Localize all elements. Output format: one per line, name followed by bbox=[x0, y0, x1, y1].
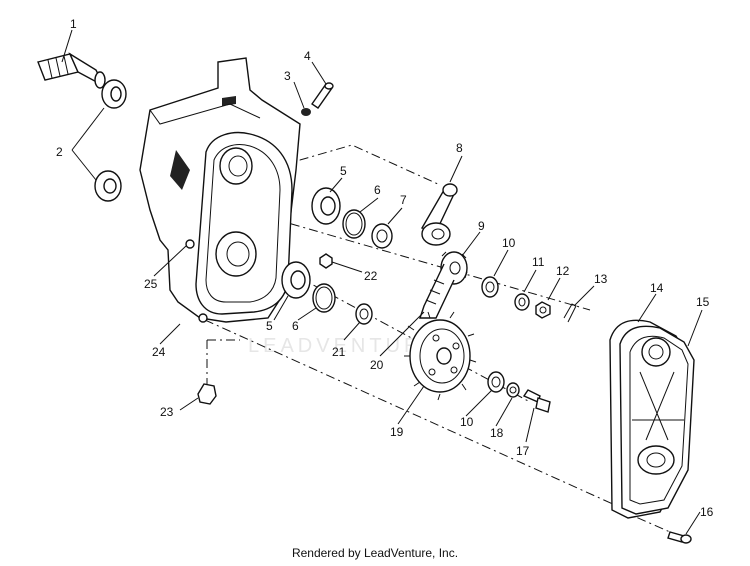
callout-7: 7 bbox=[400, 193, 407, 207]
collar-7 bbox=[371, 223, 393, 249]
drive-chain bbox=[419, 263, 455, 319]
callout-4: 4 bbox=[304, 49, 311, 63]
washer-10-upper bbox=[481, 276, 499, 298]
cotter-pin-13 bbox=[563, 303, 577, 323]
callout-17: 17 bbox=[516, 444, 530, 458]
drain-plug bbox=[197, 378, 217, 405]
callout-6-lower: 6 bbox=[292, 319, 299, 333]
cover-screw bbox=[667, 531, 692, 544]
callout-5-upper: 5 bbox=[340, 164, 347, 178]
washer-10-lower bbox=[487, 371, 505, 393]
callout-1: 1 bbox=[70, 17, 77, 31]
callout-16: 16 bbox=[700, 505, 714, 519]
washer-3 bbox=[301, 108, 311, 116]
callouts: 1 2 3 4 5 6 7 8 9 10 11 12 13 14 15 16 1… bbox=[56, 17, 714, 519]
leader-lines bbox=[61, 29, 703, 535]
callout-6-upper: 6 bbox=[374, 183, 381, 197]
callout-22: 22 bbox=[364, 269, 378, 283]
sprocket-large bbox=[404, 311, 477, 401]
o-ring-6-lower bbox=[312, 283, 336, 313]
o-ring-6-upper bbox=[342, 209, 366, 239]
nut-22 bbox=[319, 253, 333, 269]
callout-12: 12 bbox=[556, 264, 570, 278]
oil-seal-upper bbox=[101, 79, 127, 109]
callout-10-lower: 10 bbox=[460, 415, 474, 429]
oil-seal-lower bbox=[94, 170, 122, 202]
bearing-5-lower bbox=[281, 261, 311, 299]
washer-11 bbox=[514, 293, 530, 311]
callout-24: 24 bbox=[152, 345, 166, 359]
render-credit: Rendered by LeadVenture, Inc. bbox=[291, 546, 459, 560]
washer-18 bbox=[506, 382, 520, 398]
callout-2: 2 bbox=[56, 145, 63, 159]
bolt-17 bbox=[522, 389, 551, 413]
washer-21 bbox=[355, 303, 373, 325]
callout-8: 8 bbox=[456, 141, 463, 155]
chaincase-cover bbox=[619, 325, 695, 515]
callout-5-lower: 5 bbox=[266, 319, 273, 333]
nut-12 bbox=[535, 301, 551, 319]
bolt-4 bbox=[311, 82, 334, 109]
callout-21: 21 bbox=[332, 345, 346, 359]
tensioner-arm bbox=[420, 183, 458, 246]
watermark: LEADVENTURE bbox=[248, 335, 440, 357]
callout-14: 14 bbox=[650, 281, 664, 295]
callout-20: 20 bbox=[370, 358, 384, 372]
callout-18: 18 bbox=[490, 426, 504, 440]
callout-23: 23 bbox=[160, 405, 174, 419]
callout-11: 11 bbox=[532, 255, 545, 269]
callout-9: 9 bbox=[478, 219, 485, 233]
callout-15: 15 bbox=[696, 295, 710, 309]
callout-3: 3 bbox=[284, 69, 291, 83]
bearing-5-upper bbox=[311, 187, 341, 225]
callout-10-upper: 10 bbox=[502, 236, 516, 250]
callout-19: 19 bbox=[390, 425, 404, 439]
callout-13: 13 bbox=[594, 272, 608, 286]
chaincase-housing bbox=[139, 57, 301, 323]
callout-25: 25 bbox=[144, 277, 158, 291]
input-shaft bbox=[37, 52, 106, 89]
